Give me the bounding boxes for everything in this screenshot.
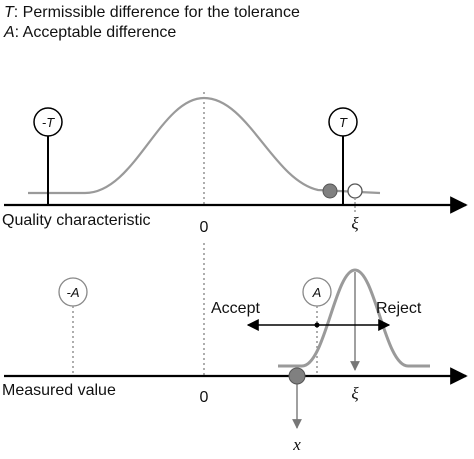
legend-t: T: Permissible difference for the tolera… — [4, 4, 300, 21]
legend-t-text: : Permissible difference for the toleran… — [14, 4, 300, 21]
top-pos-t-label: T — [339, 115, 348, 130]
top-xi-label: ξ — [351, 214, 359, 233]
top-axis-label: Quality characteristic — [2, 212, 151, 229]
measured-x-label: x — [292, 435, 301, 454]
top-open-point — [347, 183, 363, 199]
top-neg-t-circle — [33, 107, 63, 137]
reject-label: Reject — [376, 300, 422, 317]
legend-a: A: Acceptable difference — [3, 24, 176, 41]
top-pos-t-circle — [328, 107, 358, 137]
bottom-pos-a-label: A — [312, 285, 322, 300]
top-filled-point — [322, 183, 338, 199]
bottom-zero-label: 0 — [200, 389, 209, 406]
legend-t-symbol: T — [4, 4, 15, 21]
bottom-measurement-curve — [278, 268, 430, 368]
bottom-xi-label: ξ — [351, 384, 359, 403]
top-zero-label: 0 — [200, 219, 209, 236]
decision-point — [314, 322, 320, 328]
top-neg-t-label: -T — [42, 115, 55, 130]
legend-a-symbol: A — [3, 24, 15, 41]
accept-label: Accept — [211, 300, 260, 317]
measured-point — [288, 367, 306, 385]
bottom-axis-label: Measured value — [2, 382, 116, 399]
legend-a-text: : Acceptable difference — [15, 24, 177, 41]
bottom-neg-a-label: -A — [67, 285, 80, 300]
